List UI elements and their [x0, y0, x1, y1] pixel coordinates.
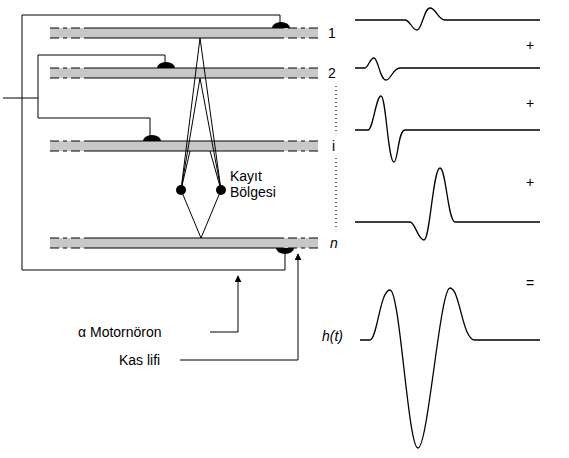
region-label: Kayıt Bölgesi [230, 168, 290, 200]
operator-symbol: + [526, 95, 534, 111]
operator-symbol: + [526, 174, 534, 190]
callout-number: 1 [328, 25, 336, 41]
end-plate [143, 22, 294, 254]
fiber-edge [50, 28, 318, 248]
callout-number: 2 [328, 65, 336, 81]
operator-symbol: = [526, 275, 534, 291]
callout-number: n [330, 235, 338, 251]
muscle-fiber [50, 28, 318, 248]
motor-neuron [3, 15, 285, 270]
operator-symbol: + [526, 37, 534, 53]
signal-name: h(t) [322, 328, 343, 344]
callout-number: i [332, 138, 335, 154]
part-label: Kas lifi [119, 352, 160, 368]
electrode [176, 185, 226, 195]
ellipsis-dots [335, 86, 336, 230]
leader-line [180, 254, 298, 360]
recording-lines [181, 38, 221, 238]
waveform [355, 8, 540, 448]
part-label: α Motornöron [78, 324, 162, 340]
